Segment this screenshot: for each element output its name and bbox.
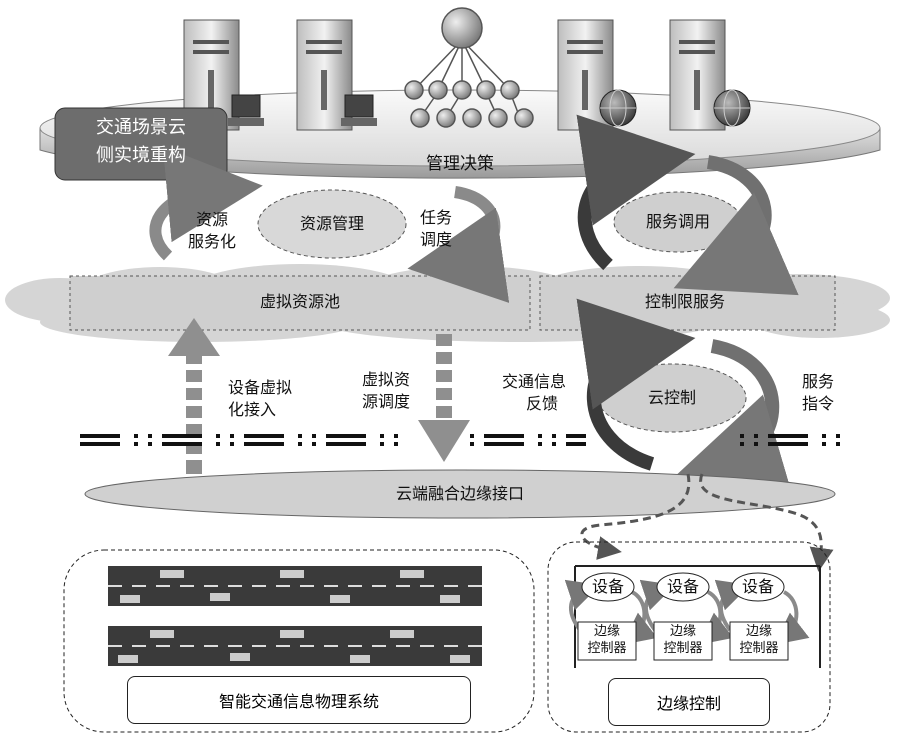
edge-control-container	[547, 541, 831, 733]
server-icon	[296, 19, 377, 131]
edge-controller-box	[729, 621, 789, 661]
server-icon	[669, 19, 751, 131]
device-ellipse	[731, 572, 785, 602]
cloud-control-arrow-left	[576, 298, 696, 471]
service-arrow-left	[576, 114, 696, 271]
device-access-line1: 设备虚拟	[228, 378, 293, 397]
resource-service-line2: 服务化	[188, 232, 237, 251]
edge-controller-line2: 控制器	[587, 641, 627, 656]
edge-controller-line1: 边缘	[593, 624, 620, 639]
edge-connector-left	[580, 473, 691, 560]
task-scheduling-arrow	[407, 186, 510, 303]
service-command-line1: 服务	[802, 372, 835, 391]
edge-controller-line1: 边缘	[669, 624, 696, 639]
device-ellipse	[581, 572, 635, 602]
device-access-line2: 化接入	[228, 400, 277, 419]
cloud-control-label: 云控制	[647, 388, 696, 407]
road-icon	[108, 566, 482, 606]
virtual-scheduling-line1: 虚拟资	[362, 370, 411, 389]
device-label: 设备	[591, 577, 624, 596]
edge-controller-box	[653, 621, 713, 661]
virtual-scheduling-arrow	[418, 334, 470, 462]
traffic-system-container	[63, 549, 535, 733]
edge-control-label: 边缘控制	[608, 678, 770, 726]
scene-box-line2: 侧实境重构	[96, 145, 186, 166]
edge-controller-line2: 控制器	[739, 641, 779, 656]
task-scheduling-line2: 调度	[420, 230, 453, 249]
resource-service-arrow	[149, 146, 263, 261]
device-label: 设备	[666, 577, 699, 596]
management-decision-label: 管理决策	[426, 154, 494, 174]
edge-connector-right	[699, 473, 834, 572]
device-cycle	[564, 579, 810, 645]
device-access-arrow	[168, 318, 220, 474]
resource-management-label: 资源管理	[299, 214, 364, 233]
scene-box-line1: 交通场景云	[96, 117, 186, 138]
cloud-control-arrow-right	[671, 339, 795, 502]
edge-interface-ellipse	[84, 469, 836, 519]
device-label: 设备	[741, 577, 774, 596]
control-service-label: 控制限服务	[644, 292, 725, 311]
road-icon	[108, 626, 482, 666]
device-ellipse	[656, 572, 710, 602]
virtual-pool-label: 虚拟资源池	[259, 292, 340, 311]
task-scheduling-line1: 任务	[420, 208, 453, 227]
server-icon	[557, 19, 637, 131]
edge-controller-box	[577, 621, 637, 661]
resource-service-line1: 资源	[196, 210, 229, 229]
service-command-line2: 指令	[802, 394, 835, 413]
service-arrow-right	[673, 155, 799, 296]
network-hierarchy-icon	[404, 7, 534, 128]
edge-controller-line1: 边缘	[745, 624, 772, 639]
edge-controller-line2: 控制器	[663, 641, 703, 656]
traffic-feedback-line1: 交通信息	[502, 372, 567, 391]
separator-line	[80, 434, 840, 446]
traffic-feedback-line2: 反馈	[526, 394, 559, 413]
edge-interface-label: 云端融合边缘接口	[395, 484, 524, 503]
virtual-scheduling-line2: 源调度	[362, 392, 411, 411]
service-invocation-label: 服务调用	[645, 212, 710, 231]
traffic-system-label: 智能交通信息物理系统	[127, 676, 471, 724]
